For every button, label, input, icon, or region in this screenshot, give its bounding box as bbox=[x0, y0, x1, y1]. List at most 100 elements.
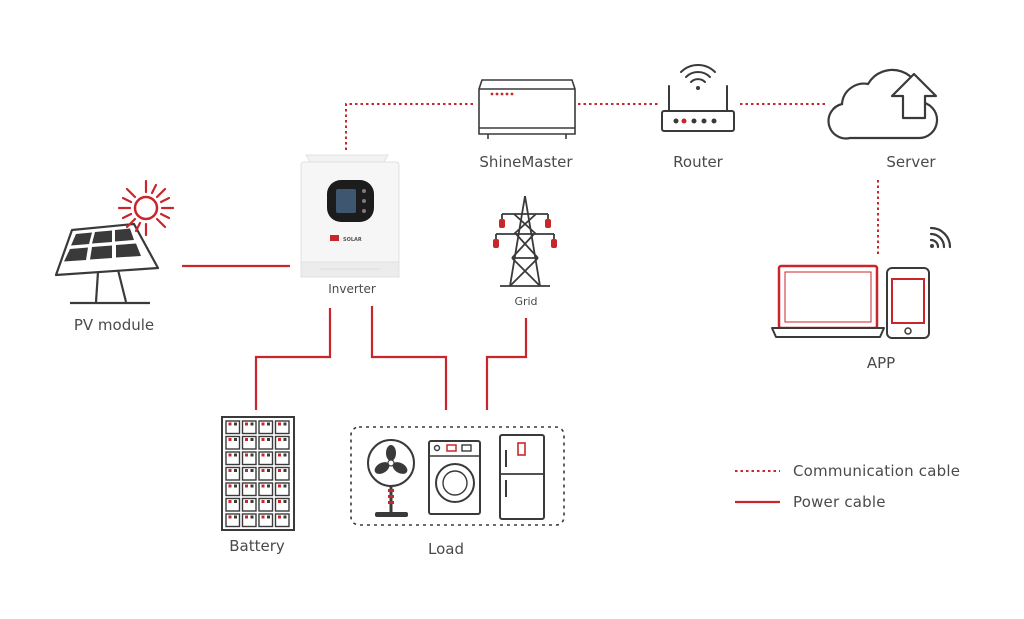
grid-insulators bbox=[493, 219, 557, 248]
battery-terminal bbox=[267, 515, 270, 519]
battery-cell bbox=[274, 482, 290, 497]
battery-terminal bbox=[245, 500, 248, 503]
power-cable-inverter-battery bbox=[254, 308, 332, 410]
battery-cell bbox=[241, 513, 257, 528]
inverter-brand: SOLAR bbox=[343, 237, 362, 243]
battery-terminal bbox=[283, 484, 287, 488]
battery-terminal bbox=[261, 484, 265, 488]
legend-power-label: Power cable bbox=[793, 493, 886, 511]
router-icon bbox=[661, 63, 735, 132]
battery-terminal bbox=[250, 422, 254, 426]
battery-terminal bbox=[278, 484, 281, 488]
battery-terminal bbox=[234, 438, 237, 441]
battery-terminal bbox=[261, 453, 265, 457]
battery-terminal bbox=[278, 422, 281, 426]
battery-terminal bbox=[283, 469, 287, 472]
battery-terminal bbox=[245, 438, 248, 441]
battery-cell bbox=[258, 420, 274, 435]
battery-terminal bbox=[267, 469, 270, 472]
inverter-device: SOLAR bbox=[300, 154, 400, 278]
battery-terminal bbox=[234, 469, 237, 472]
battery-terminal bbox=[283, 500, 287, 503]
battery-label: Battery bbox=[229, 537, 285, 555]
battery-cell bbox=[241, 420, 257, 435]
battery-terminal bbox=[228, 422, 232, 426]
battery-terminal bbox=[250, 453, 254, 457]
refrigerator-icon bbox=[499, 434, 545, 520]
grid-tower-icon bbox=[495, 195, 555, 287]
battery-cell bbox=[258, 482, 274, 497]
battery-terminal bbox=[278, 438, 281, 441]
grid-label: Grid bbox=[514, 295, 538, 308]
battery-cell bbox=[241, 466, 257, 481]
battery-terminal bbox=[250, 515, 254, 519]
battery-terminal bbox=[267, 500, 270, 503]
battery-cell bbox=[225, 482, 241, 497]
app-label: APP bbox=[866, 354, 896, 372]
battery-terminal bbox=[283, 453, 287, 457]
router-label: Router bbox=[673, 153, 723, 171]
washing-machine-icon bbox=[428, 440, 481, 515]
battery-terminal bbox=[261, 515, 265, 519]
battery-terminal bbox=[261, 422, 265, 426]
inverter-logo-icon bbox=[330, 235, 339, 241]
battery-terminal bbox=[250, 469, 254, 472]
battery-terminal bbox=[267, 422, 270, 426]
battery-terminal bbox=[261, 500, 265, 503]
battery-terminal bbox=[245, 453, 248, 457]
battery-terminal bbox=[278, 515, 281, 519]
pv-module-label: PV module bbox=[73, 316, 155, 334]
battery-terminal bbox=[234, 453, 237, 457]
battery-terminal bbox=[283, 515, 287, 519]
battery-terminal bbox=[283, 438, 287, 441]
battery-cell bbox=[274, 435, 290, 450]
battery-cell bbox=[241, 482, 257, 497]
legend-communication-label: Communication cable bbox=[793, 462, 961, 480]
inverter-label: Inverter bbox=[328, 282, 376, 296]
battery-cell bbox=[258, 451, 274, 466]
comm-cable-inverter-shinemaster bbox=[345, 103, 475, 150]
battery-terminal bbox=[250, 484, 254, 488]
battery-cell bbox=[274, 420, 290, 435]
shinemaster-label: ShineMaster bbox=[479, 153, 573, 171]
battery-terminal bbox=[278, 453, 281, 457]
battery-terminal bbox=[278, 500, 281, 503]
wifi-signal-icon bbox=[929, 226, 952, 249]
battery-cell bbox=[258, 466, 274, 481]
battery-terminal bbox=[250, 500, 254, 503]
battery-terminal bbox=[234, 500, 237, 503]
fan-icon bbox=[367, 439, 415, 517]
battery-cell bbox=[225, 497, 241, 512]
battery-terminal bbox=[267, 438, 270, 441]
shinemaster-icon bbox=[478, 79, 576, 139]
battery-terminal bbox=[261, 438, 265, 441]
battery-cell bbox=[258, 435, 274, 450]
upload-arrow-icon bbox=[890, 72, 938, 120]
battery-terminal bbox=[228, 500, 232, 503]
battery-cell bbox=[274, 513, 290, 528]
battery-cell bbox=[241, 435, 257, 450]
battery-terminal bbox=[245, 422, 248, 426]
battery-terminal bbox=[245, 484, 248, 488]
battery-cell bbox=[225, 420, 241, 435]
server-cloud-icon bbox=[827, 68, 939, 140]
battery-terminal bbox=[228, 515, 232, 519]
battery-terminal bbox=[278, 469, 281, 472]
battery-terminal bbox=[234, 484, 237, 488]
sun-icon bbox=[117, 179, 175, 237]
battery-cell bbox=[225, 513, 241, 528]
server-label: Server bbox=[886, 153, 936, 171]
battery-terminal bbox=[228, 469, 232, 472]
battery-cell bbox=[274, 497, 290, 512]
communication-cables bbox=[345, 103, 879, 255]
battery-terminal bbox=[228, 438, 232, 441]
battery-terminal bbox=[245, 515, 248, 519]
battery-cell bbox=[241, 451, 257, 466]
battery-icon bbox=[221, 416, 295, 531]
power-cables bbox=[182, 264, 528, 410]
load-label: Load bbox=[428, 540, 464, 558]
legend bbox=[735, 470, 780, 504]
battery-terminal bbox=[234, 515, 237, 519]
